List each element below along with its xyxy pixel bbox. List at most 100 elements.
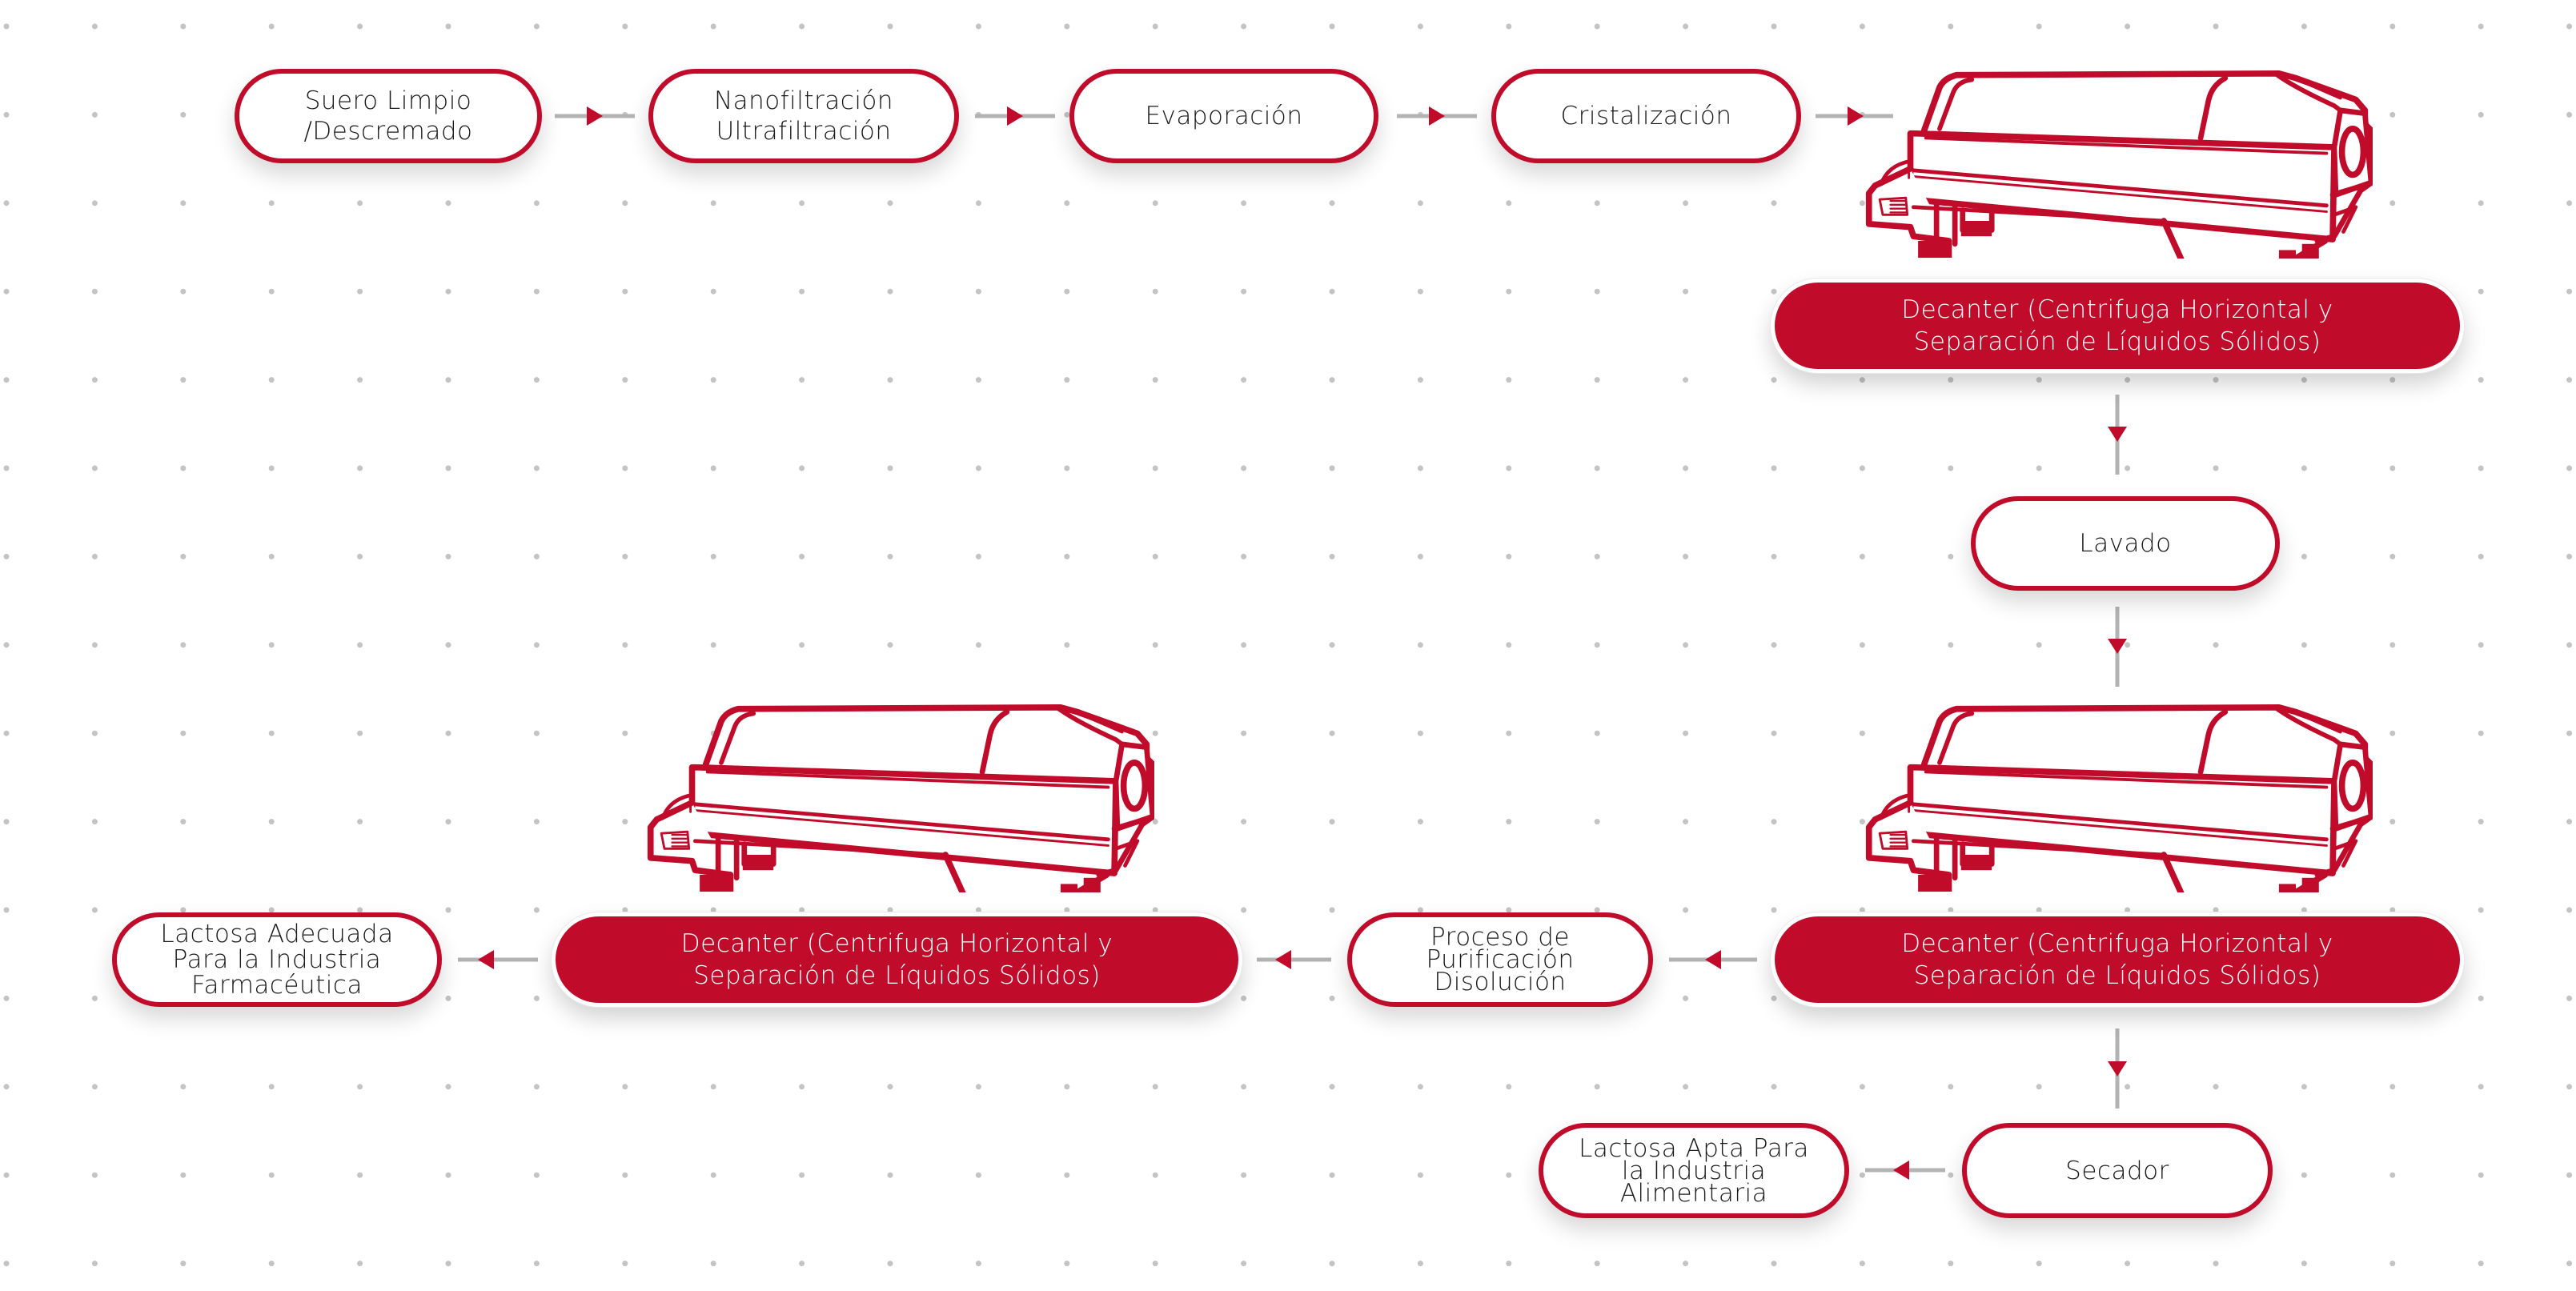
grid-dot <box>1241 23 1247 30</box>
grid-dot <box>1594 1084 1600 1090</box>
node-proceso-purificacion[interactable]: Proceso de Purificación Disolución <box>1347 912 1653 1007</box>
grid-dot <box>2478 377 2484 383</box>
grid-dot <box>710 200 716 206</box>
grid-dot <box>1594 907 1600 913</box>
arrow-left-icon <box>1275 950 1291 969</box>
grid-dot <box>180 377 187 383</box>
node-decanter-1[interactable]: Decanter (Centrifuga Horizontal y Separa… <box>1771 279 2464 373</box>
node-label: Evaporación <box>1145 102 1303 130</box>
grid-dot <box>357 553 363 559</box>
grid-dot <box>2301 1084 2307 1090</box>
grid-dot <box>2213 465 2219 471</box>
grid-dot <box>1594 377 1600 383</box>
grid-dot <box>1683 200 1689 206</box>
grid-dot <box>1683 995 1689 1001</box>
grid-dot <box>1594 200 1600 206</box>
grid-dot <box>91 1172 98 1178</box>
node-decanter-2[interactable]: Decanter (Centrifuga Horizontal y Separa… <box>1771 912 2464 1007</box>
grid-dot <box>2566 1261 2573 1267</box>
node-lavado[interactable]: Lavado <box>1971 496 2280 591</box>
grid-dot <box>2389 111 2396 118</box>
grid-dot <box>710 465 716 471</box>
grid-dot <box>799 200 805 206</box>
arrow-right-icon <box>1429 106 1445 126</box>
grid-dot <box>268 200 275 206</box>
grid-dot <box>975 288 981 295</box>
grid-dot <box>1152 907 1158 913</box>
grid-dot <box>1683 907 1689 913</box>
connector-cristalizacion-to-decanter <box>1816 106 1893 126</box>
grid-dot <box>975 907 981 913</box>
grid-dot <box>533 377 540 383</box>
grid-dot <box>180 288 187 295</box>
grid-dot <box>2389 730 2396 736</box>
grid-dot <box>2566 819 2573 825</box>
grid-dot <box>975 200 981 206</box>
grid-dot <box>622 730 628 736</box>
grid-dot <box>357 377 363 383</box>
node-suero-limpio[interactable]: Suero Limpio /Descremado <box>235 69 542 163</box>
grid-dot <box>1859 200 1865 206</box>
grid-dot <box>268 907 275 913</box>
node-decanter-3[interactable]: Decanter (Centrifuga Horizontal y Separa… <box>552 912 1242 1007</box>
grid-dot <box>1417 642 1423 648</box>
grid-dot <box>1241 1084 1247 1090</box>
grid-dot <box>622 23 628 30</box>
grid-dot <box>622 553 628 559</box>
grid-dot <box>2125 377 2131 383</box>
node-lactosa-alimentaria[interactable]: Lactosa Apta Para la Industria Alimentar… <box>1539 1123 1849 1218</box>
grid-dot <box>1064 288 1070 295</box>
grid-dot <box>3 465 10 471</box>
grid-dot <box>1064 1261 1070 1267</box>
grid-dot <box>1152 1084 1158 1090</box>
grid-dot <box>268 465 275 471</box>
grid-dot <box>799 23 805 30</box>
grid-dot <box>445 288 451 295</box>
grid-dot <box>1859 730 1865 736</box>
arrow-down-icon <box>2108 1061 2127 1077</box>
grid-dot <box>1948 553 1954 559</box>
node-label: Lactosa Apta Para la Industria Alimentar… <box>1579 1133 1809 1208</box>
node-cristalizacion[interactable]: Cristalización <box>1491 69 1801 163</box>
grid-dot <box>1506 819 1512 825</box>
connector-evaporacion-to-cristalizacion <box>1397 106 1477 126</box>
grid-dot <box>710 288 716 295</box>
node-evaporacion[interactable]: Evaporación <box>1069 69 1378 163</box>
connector-proceso-to-decanter <box>1257 950 1331 969</box>
grid-dot <box>1683 288 1689 295</box>
grid-dot <box>1064 553 1070 559</box>
grid-dot <box>2478 730 2484 736</box>
grid-dot <box>1064 642 1070 648</box>
node-lactosa-farmaceutica[interactable]: Lactosa Adecuada Para la Industria Farma… <box>112 912 442 1007</box>
grid-dot <box>1329 730 1335 736</box>
grid-dot <box>1859 642 1865 648</box>
grid-dot <box>2301 377 2307 383</box>
grid-dot <box>180 465 187 471</box>
grid-dot <box>357 1261 363 1267</box>
decanter-centrifuge-icon <box>1863 704 2373 892</box>
node-nanofiltracion[interactable]: Nanofiltración Ultrafiltración <box>648 69 959 163</box>
grid-dot <box>2213 907 2219 913</box>
grid-dot <box>268 1084 275 1090</box>
grid-dot <box>2125 1261 2131 1267</box>
grid-dot <box>180 200 187 206</box>
grid-dot <box>445 642 451 648</box>
grid-dot <box>2566 907 2573 913</box>
grid-dot <box>1417 23 1423 30</box>
grid-dot <box>1771 995 1777 1001</box>
node-secador[interactable]: Secador <box>1962 1123 2273 1218</box>
grid-dot <box>1859 553 1865 559</box>
grid-dot <box>2389 553 2396 559</box>
grid-dot <box>1329 995 1335 1001</box>
grid-dot <box>445 23 451 30</box>
grid-dot <box>3 1084 10 1090</box>
grid-dot <box>1241 819 1247 825</box>
grid-dot <box>2125 642 2131 648</box>
grid-dot <box>3 819 10 825</box>
grid-dot <box>2478 200 2484 206</box>
grid-dot <box>975 1172 981 1178</box>
grid-dot <box>1859 1261 1865 1267</box>
grid-dot <box>1506 200 1512 206</box>
grid-dot <box>2125 23 2131 30</box>
grid-dot <box>268 1172 275 1178</box>
